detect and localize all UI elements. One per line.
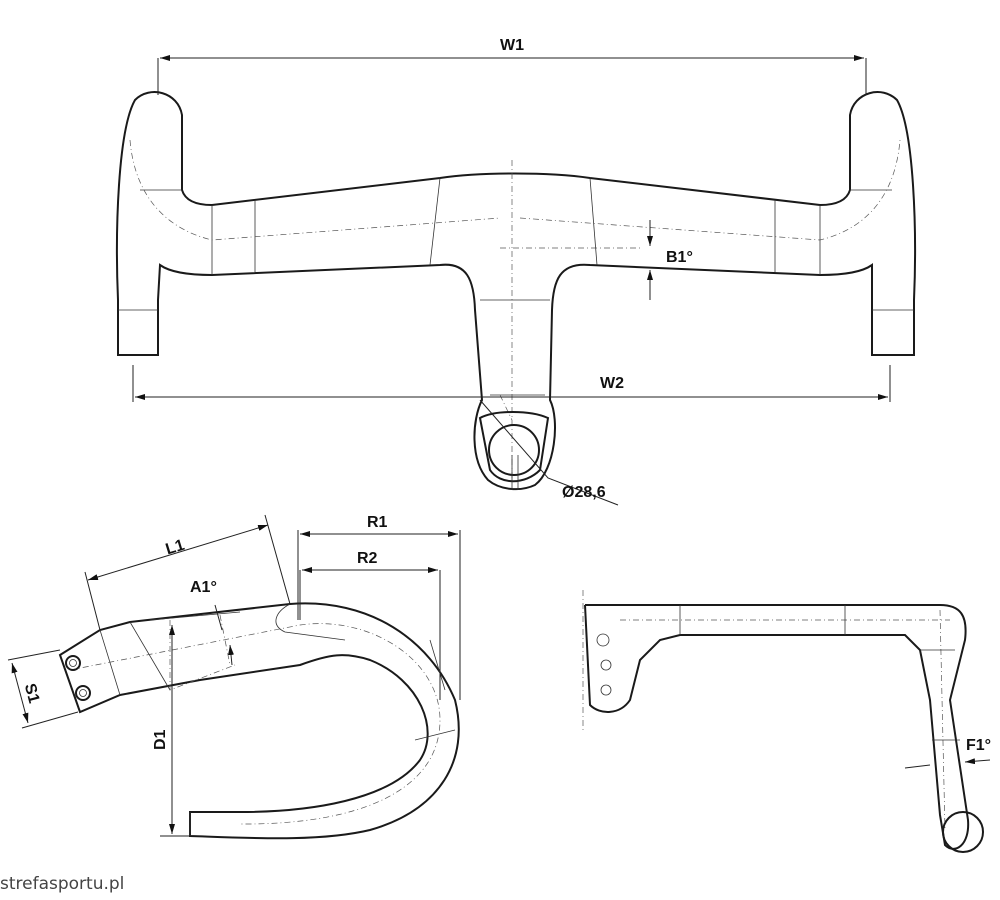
top-view: W1 W2 B1° Ø28,6 bbox=[115, 37, 917, 506]
dimension-s1-label: S1 bbox=[21, 682, 43, 705]
side-view: L1 R1 R2 A1° S1 D1 bbox=[7, 514, 461, 840]
dimension-a1-label: A1° bbox=[190, 579, 217, 596]
dimension-d1-label: D1 bbox=[152, 729, 169, 750]
dimension-w1-label: W1 bbox=[500, 37, 524, 54]
dimension-w2-label: W2 bbox=[600, 375, 624, 392]
dimension-b1-label: B1° bbox=[666, 249, 693, 266]
dimension-diameter-label: Ø28,6 bbox=[562, 484, 606, 501]
dimension-r1-label: R1 bbox=[367, 514, 388, 531]
dimension-f1-label: F1° bbox=[966, 737, 991, 754]
dimension-l1-label: L1 bbox=[164, 537, 187, 559]
front-view: F1° bbox=[582, 590, 991, 853]
watermark: strefasportu.pl bbox=[0, 874, 125, 894]
dimension-r2-label: R2 bbox=[357, 550, 378, 567]
